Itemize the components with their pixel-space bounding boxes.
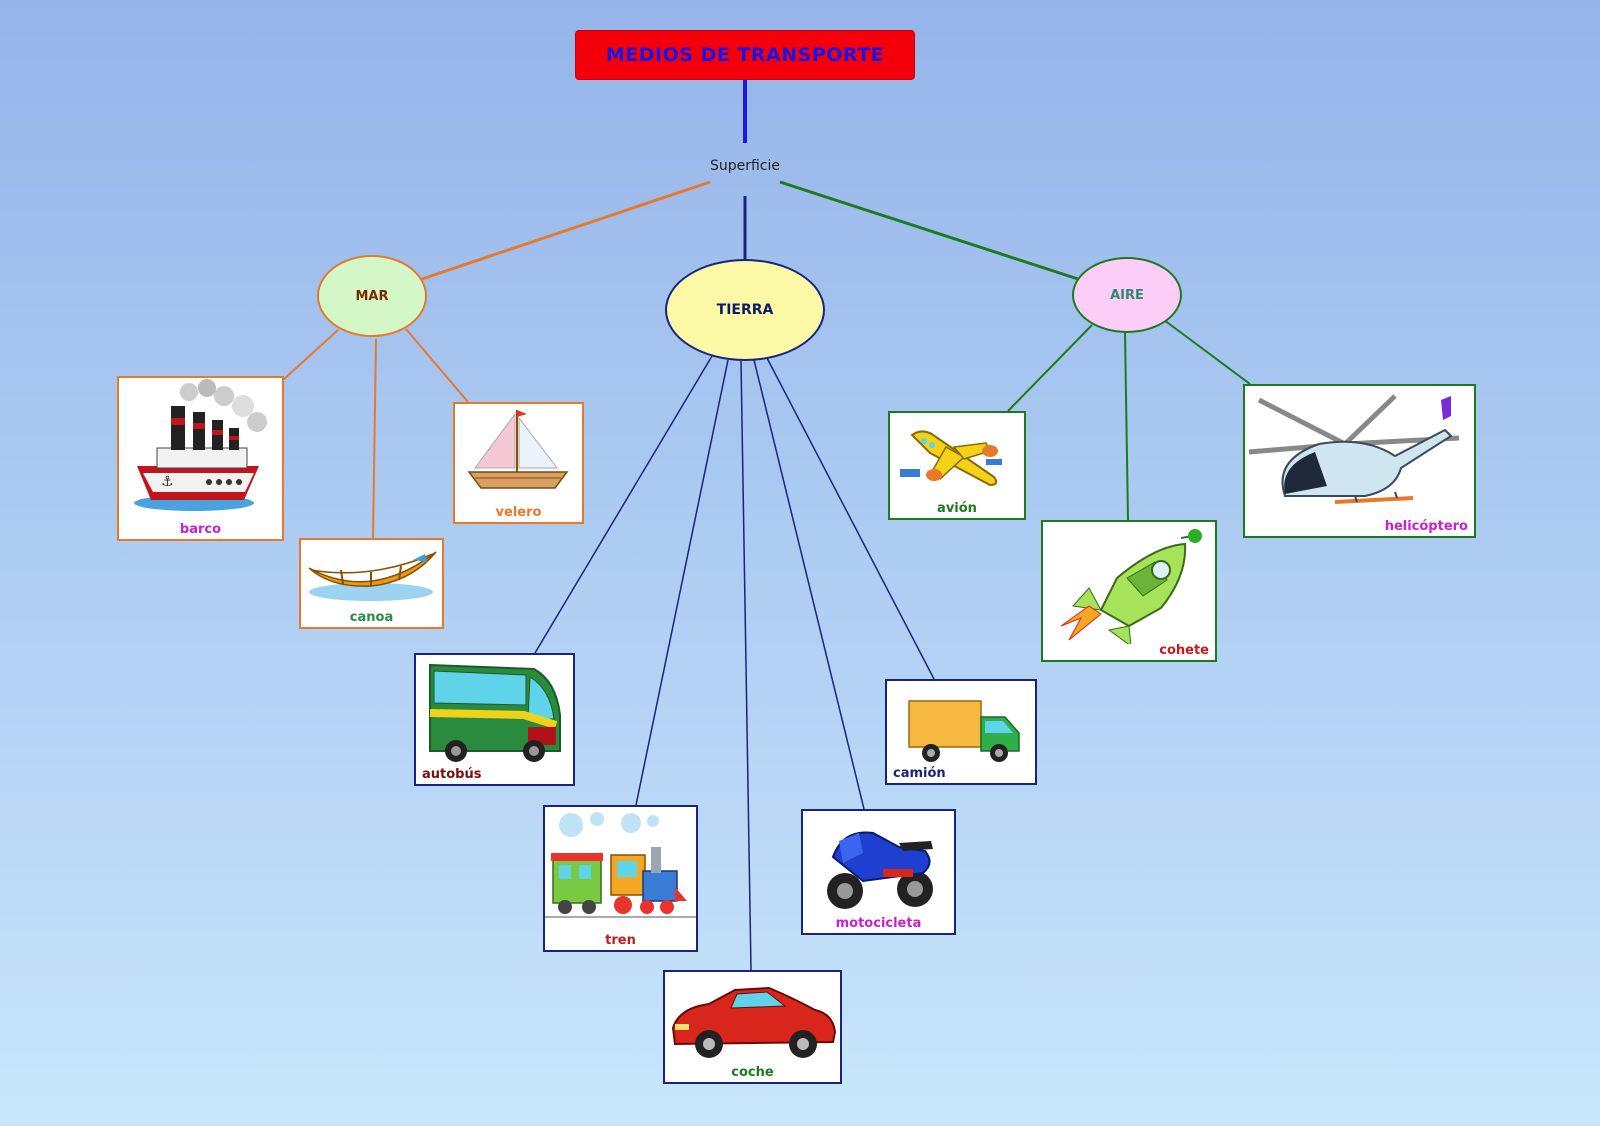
item-label-cohete: cohete	[1159, 643, 1209, 658]
card-autobus[interactable]: autobús	[414, 653, 575, 786]
tierra-to-coche-line	[740, 360, 752, 971]
helicopter-icon	[1245, 386, 1474, 514]
motorcycle-icon	[803, 811, 954, 915]
aire-to-avion-line	[1007, 324, 1093, 412]
item-label-motocicleta: motocicleta	[835, 916, 922, 931]
card-helicoptero[interactable]: helicóptero	[1243, 384, 1476, 538]
canoe-icon	[301, 540, 442, 608]
link-to-aire-line	[779, 180, 1079, 281]
mar-to-velero-line	[405, 328, 469, 403]
aire-to-cohete-line	[1124, 332, 1129, 521]
svg-text:⚓: ⚓	[161, 474, 174, 490]
sailboat-icon	[455, 404, 582, 502]
item-label-avion: avión	[937, 501, 977, 516]
car-icon	[665, 972, 840, 1064]
link-label: Superficie	[709, 158, 781, 174]
mar-to-canoa-line	[372, 338, 377, 539]
category-mar[interactable]: MAR	[317, 255, 427, 337]
item-label-tren: tren	[605, 933, 636, 948]
category-tierra-label: TIERRA	[716, 302, 774, 318]
category-mar-label: MAR	[355, 288, 389, 304]
card-canoa[interactable]: canoa	[299, 538, 444, 629]
tierra-to-camion-line	[765, 355, 935, 680]
item-label-helicoptero: helicóptero	[1384, 519, 1468, 534]
card-cohete[interactable]: cohete	[1041, 520, 1217, 662]
card-velero[interactable]: velero	[453, 402, 584, 524]
category-aire-label: AIRE	[1110, 287, 1144, 303]
mar-to-barco-line	[282, 329, 339, 381]
aire-to-helicoptero-line	[1163, 319, 1251, 385]
category-tierra[interactable]: TIERRA	[665, 259, 825, 361]
item-label-coche: coche	[731, 1065, 774, 1080]
category-aire[interactable]: AIRE	[1072, 257, 1182, 333]
tierra-to-tren-line	[635, 359, 729, 806]
ship-icon: ⚓	[119, 378, 282, 518]
card-tren[interactable]: tren	[543, 805, 698, 952]
card-barco[interactable]: ⚓ barco	[117, 376, 284, 541]
item-label-canoa: canoa	[349, 610, 394, 625]
item-label-velero: velero	[495, 505, 542, 520]
card-avion[interactable]: avión	[888, 411, 1026, 520]
item-label-autobus: autobús	[422, 767, 482, 782]
rocket-icon	[1043, 522, 1215, 644]
card-coche[interactable]: coche	[663, 970, 842, 1084]
tierra-to-autobus-line	[534, 355, 713, 654]
card-camion[interactable]: camión	[885, 679, 1037, 785]
map-title: MEDIOS DE TRANSPORTE	[575, 30, 915, 80]
bus-icon	[416, 655, 573, 767]
airplane-icon	[890, 413, 1024, 499]
card-motocicleta[interactable]: motocicleta	[801, 809, 956, 935]
item-label-barco: barco	[179, 522, 222, 537]
tierra-to-moto-line	[753, 359, 865, 810]
item-label-camion: camión	[893, 766, 946, 781]
link-to-mar-line	[421, 180, 711, 281]
truck-icon	[887, 681, 1035, 767]
train-icon	[545, 807, 696, 931]
